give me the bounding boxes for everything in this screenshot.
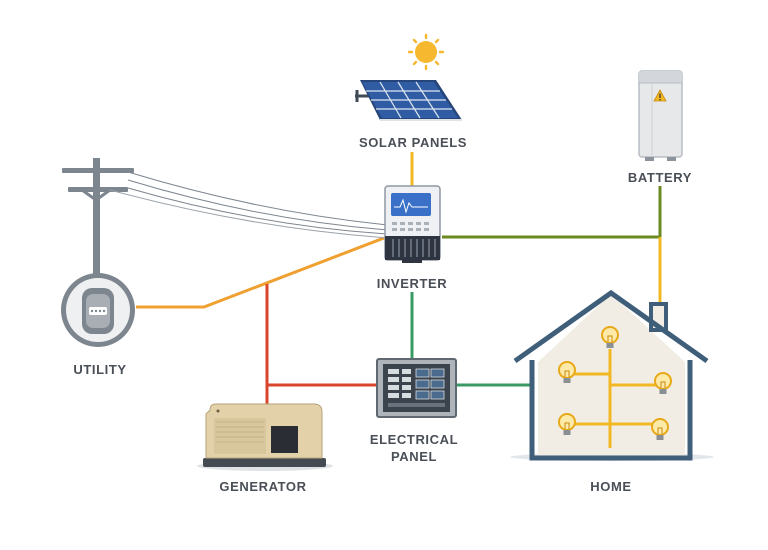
battery-label: BATTERY [627,170,693,185]
light-bulb-icon [601,326,619,348]
light-bulb-icon [558,413,576,435]
warning-icon [653,89,667,102]
utility-label: UTILITY [73,362,127,377]
electrical-panel-icon [376,358,457,418]
battery-icon [638,70,683,161]
light-bulb-icon [651,418,669,440]
light-bulbs [558,326,672,440]
sun-icon [407,33,445,71]
utility-pole-icon [62,158,389,280]
generator-icon [197,403,333,471]
light-bulb-icon [654,372,672,394]
solar-panel-icon [355,80,462,121]
inverter-label: INVERTER [376,276,448,291]
connection-lines [136,152,662,410]
electrical-panel-label: ELECTRICAL PANEL [352,431,476,465]
utility-meter-icon [61,273,135,347]
light-bulb-icon [558,361,576,383]
home-label: HOME [590,479,632,494]
electrical-panel-label-line2: PANEL [390,449,438,464]
inverter-icon [384,185,441,263]
utility-to-inverter-line [136,236,385,309]
house-icon [510,289,714,461]
electrical-panel-label-line1: ELECTRICAL [369,432,459,447]
generator-label: GENERATOR [219,479,307,494]
solar-panels-label: SOLAR PANELS [358,135,468,150]
